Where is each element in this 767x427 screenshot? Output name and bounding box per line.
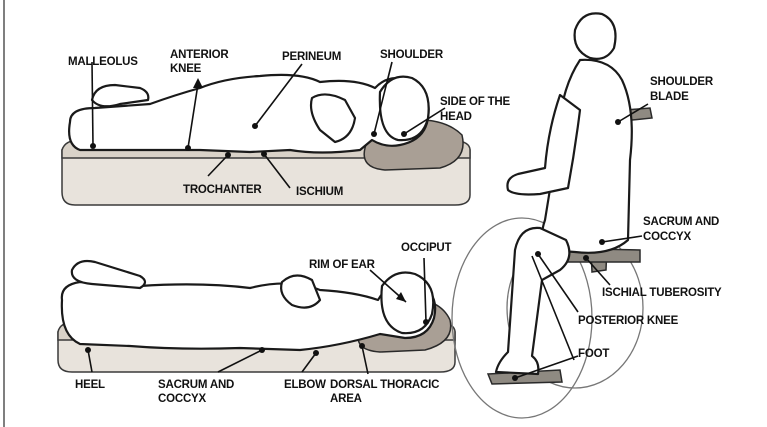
label-heel: HEEL	[75, 379, 105, 391]
label-posterior-knee: POSTERIOR KNEE	[578, 315, 679, 327]
label-side-of-head-line1: SIDE OF THE	[440, 96, 511, 108]
seated-head	[575, 13, 616, 59]
label-anterior-knee-line1: ANTERIOR	[170, 49, 229, 61]
supine-figure-group	[58, 261, 455, 372]
label-shoulder: SHOULDER	[380, 49, 444, 61]
label-trochanter: TROCHANTER	[183, 184, 262, 196]
side-lying-legs	[92, 85, 148, 106]
label-rim-of-ear: RIM OF EAR	[309, 259, 376, 271]
label-side-of-head-line2: HEAD	[440, 111, 472, 123]
label-sacrum-supine-line2: COCCYX	[158, 393, 207, 405]
label-dorsal-thoracic-line2: AREA	[330, 393, 362, 405]
side-lying-figure-group	[62, 75, 470, 205]
label-ischium: ISCHIUM	[296, 186, 343, 198]
label-ischial-tuberosity: ISCHIAL TUBEROSITY	[602, 287, 722, 299]
label-dorsal-thoracic-line1: DORSAL THORACIC	[330, 379, 439, 391]
label-occiput: OCCIPUT	[401, 242, 452, 254]
label-sacrum-supine-line1: SACRUM AND	[158, 379, 234, 391]
label-anterior-knee-line2: KNEE	[170, 63, 202, 75]
label-malleolus: MALLEOLUS	[68, 56, 138, 68]
seated-arm	[507, 95, 580, 195]
seated-figure-group	[452, 13, 652, 418]
label-sacrum-chair-line2: COCCYX	[643, 231, 692, 243]
label-perineum: PERINEUM	[282, 51, 341, 63]
label-sacrum-chair-line1: SACRUM AND	[643, 216, 719, 228]
label-foot: FOOT	[578, 348, 609, 360]
label-elbow: ELBOW	[284, 379, 326, 391]
side-lying-head	[380, 77, 429, 141]
label-shoulder-blade-line1: SHOULDER	[650, 76, 714, 88]
label-shoulder-blade-line2: BLADE	[650, 91, 689, 103]
